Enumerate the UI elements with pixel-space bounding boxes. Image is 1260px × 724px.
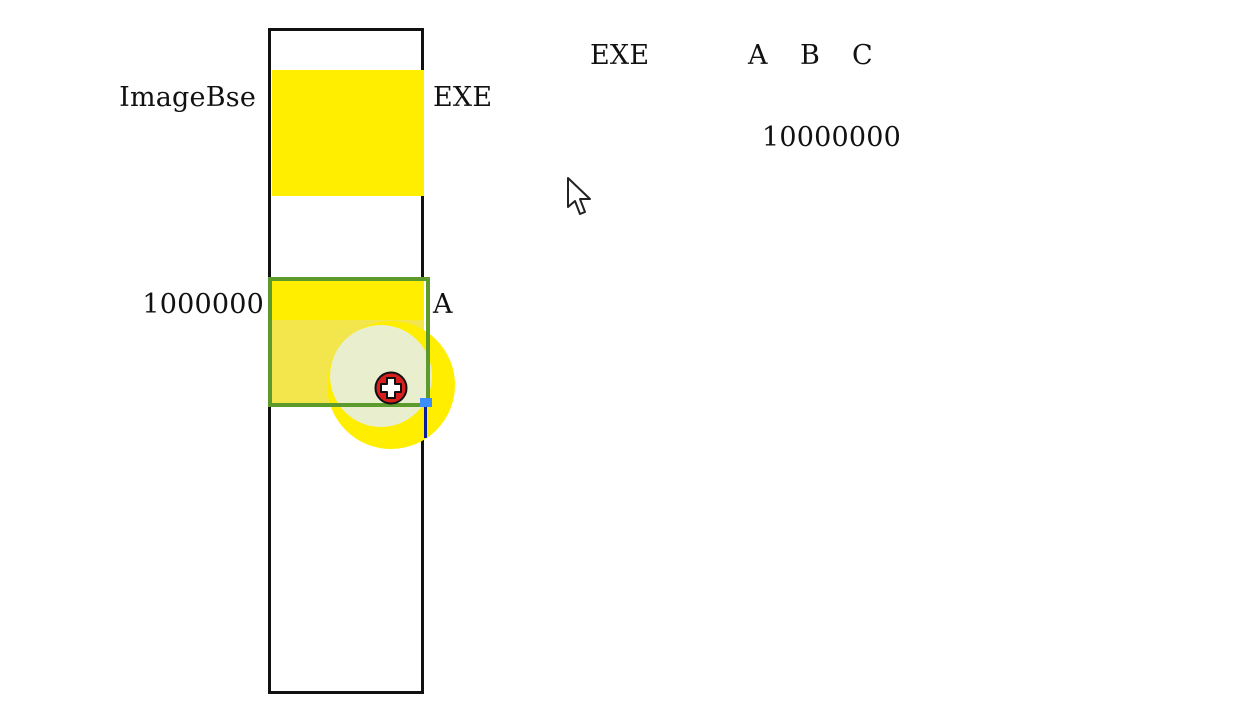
selection-box[interactable] [268, 277, 430, 407]
top-exe-label: EXE [590, 40, 650, 71]
top-a-label: A [748, 40, 768, 71]
imagebase-label: ImageBse [119, 82, 256, 113]
exe-memory-block [272, 70, 424, 196]
crosshair-icon [373, 370, 409, 406]
selection-drag-edge[interactable] [424, 402, 427, 438]
a-side-label: A [433, 289, 453, 320]
mouse-pointer-icon [566, 176, 596, 218]
top-b-label: B [800, 40, 821, 71]
top-address-label: 10000000 [762, 122, 902, 153]
exe-side-label: EXE [433, 82, 493, 113]
a-address-label: 1000000 [142, 289, 264, 320]
selection-drag-corner[interactable] [420, 398, 432, 407]
top-c-label: C [852, 40, 873, 71]
